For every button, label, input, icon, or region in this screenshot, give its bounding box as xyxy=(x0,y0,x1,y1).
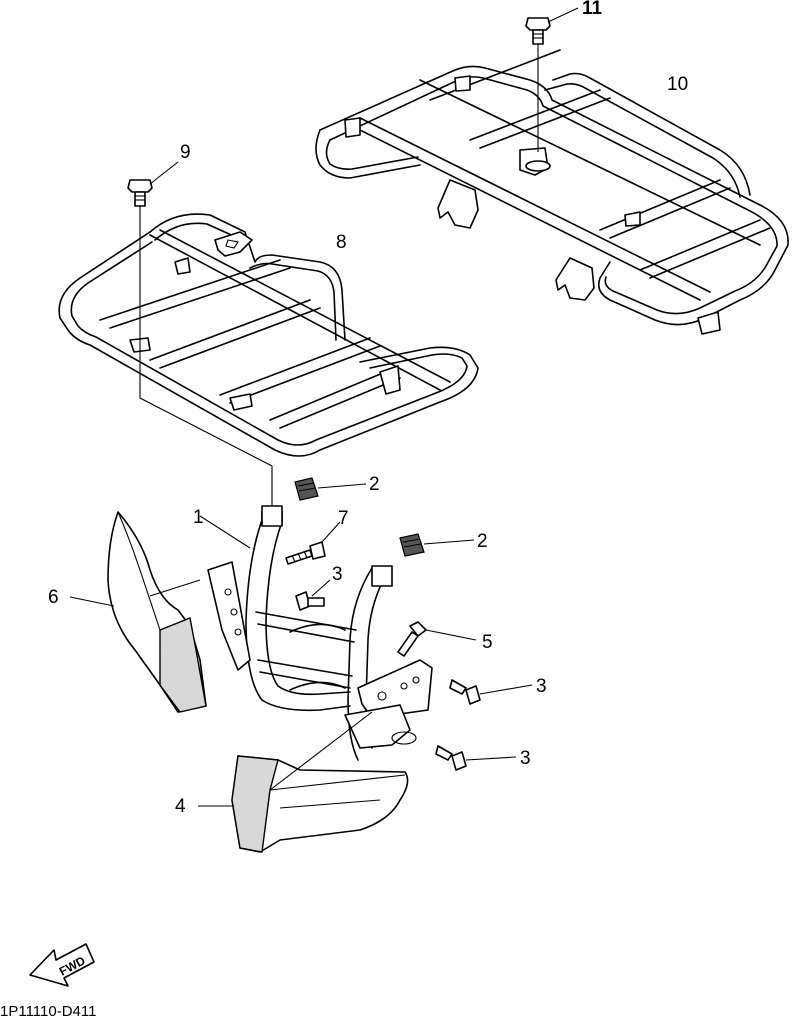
front-cover-part-4 xyxy=(198,755,409,853)
bolt-part-11 xyxy=(525,7,579,152)
callout-2-upper: 2 xyxy=(369,474,380,495)
bolt-part-3-lower xyxy=(435,745,517,771)
callout-10: 10 xyxy=(667,74,688,95)
front-guard-part-1 xyxy=(199,505,433,761)
grommet-part-2-lower xyxy=(399,533,475,557)
callout-6: 6 xyxy=(48,587,59,608)
rear-carrier-part-10 xyxy=(315,49,789,335)
bolt-part-9 xyxy=(127,161,179,350)
callout-7: 7 xyxy=(338,508,349,529)
bolt-part-3-upper xyxy=(295,579,331,611)
screw-part-5 xyxy=(397,621,477,657)
callout-3-upper: 3 xyxy=(332,564,343,585)
fwd-direction-arrow-icon: FWD xyxy=(29,943,95,987)
drawing-code: 1P11110-D411 xyxy=(0,1003,96,1019)
side-cover-part-6 xyxy=(69,511,207,713)
callout-4: 4 xyxy=(175,796,186,817)
callout-3-lower: 3 xyxy=(520,748,531,769)
bolt-part-3-middle xyxy=(449,679,533,705)
callout-9: 9 xyxy=(180,142,191,163)
callout-11: 11 xyxy=(582,0,603,19)
screw-part-7 xyxy=(285,521,341,565)
front-carrier-part-8 xyxy=(58,213,479,457)
callout-2-lower: 2 xyxy=(477,531,488,552)
callout-8: 8 xyxy=(336,232,347,253)
assembly-reference-line xyxy=(139,350,273,510)
grommet-part-2-upper xyxy=(294,477,367,501)
callout-1: 1 xyxy=(193,507,204,528)
cover-guide-line xyxy=(269,711,373,791)
callout-5: 5 xyxy=(482,632,493,653)
callout-3-middle: 3 xyxy=(536,676,547,697)
